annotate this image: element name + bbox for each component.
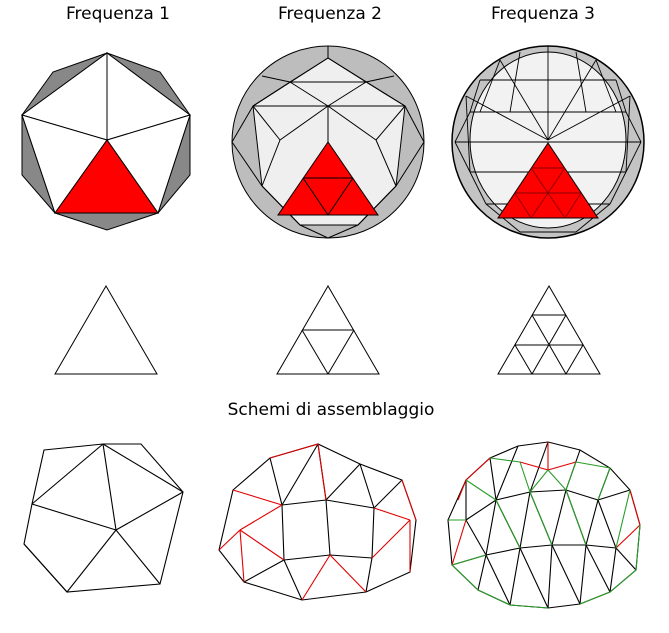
title-assembly-schemes: Schemi di assemblaggio bbox=[227, 400, 435, 420]
highlight-subdivision bbox=[514, 167, 582, 219]
title-frequenza-3: Frequenza 3 bbox=[491, 4, 595, 24]
assembly-freq2 bbox=[218, 443, 417, 601]
triangle-freq3 bbox=[497, 285, 601, 375]
rim-face bbox=[54, 212, 159, 231]
assembly-freq1 bbox=[23, 443, 184, 593]
highlight-subdivision bbox=[302, 177, 354, 216]
title-frequenza-1: Frequenza 1 bbox=[66, 4, 170, 24]
sphere-freq3 bbox=[451, 45, 645, 239]
assembly-freq3 bbox=[447, 441, 641, 609]
highlighted-face bbox=[497, 142, 599, 219]
sphere-freq2 bbox=[231, 45, 425, 239]
triangle-freq2 bbox=[276, 285, 380, 375]
triangle-freq1 bbox=[54, 285, 158, 375]
highlighted-face bbox=[54, 139, 159, 214]
facet-lines bbox=[454, 46, 642, 233]
title-frequenza-2: Frequenza 2 bbox=[278, 4, 382, 24]
icosahedron-freq1 bbox=[20, 52, 192, 231]
facet-lines bbox=[231, 46, 425, 239]
